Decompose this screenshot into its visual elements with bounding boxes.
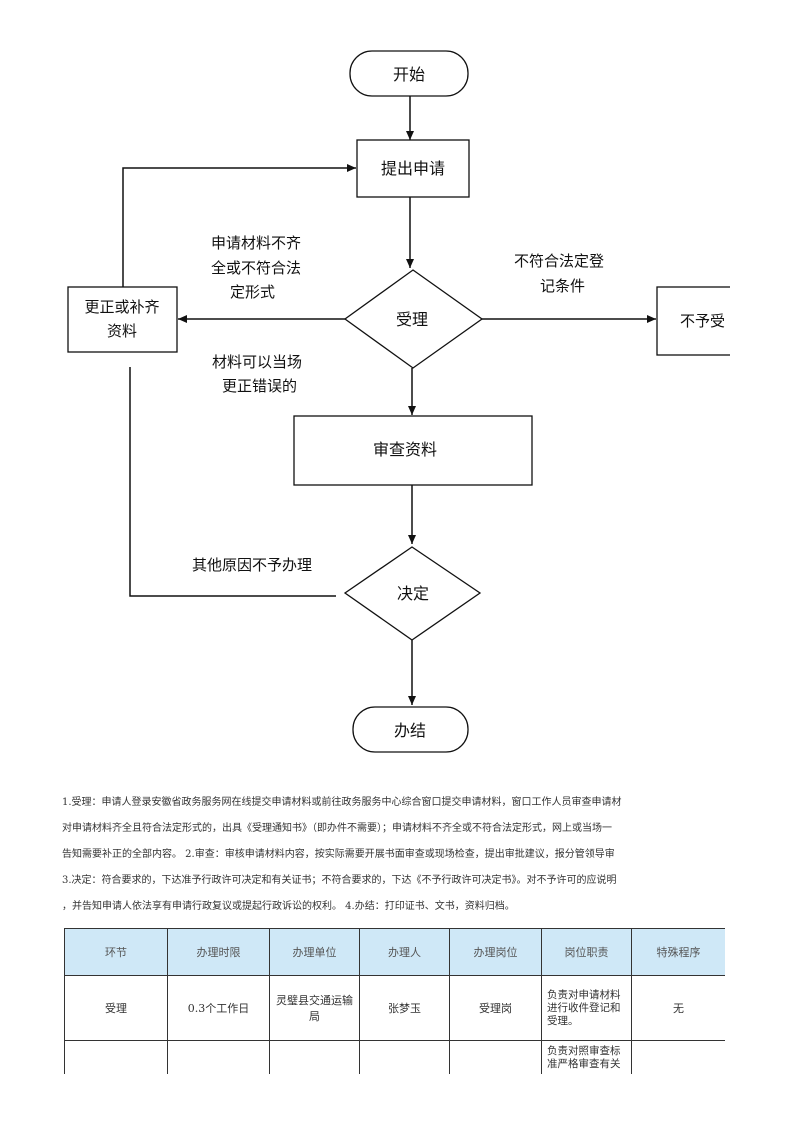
label-incomplete: 申请材料不齐 全或不符合法 定形式: [211, 234, 301, 301]
start-node: 开始: [349, 50, 469, 97]
apply-label: 提出申请: [381, 159, 445, 178]
table-header-cell: 环节: [64, 928, 168, 976]
svg-text:不符合法定登: 不符合法定登: [514, 252, 604, 270]
process-table-wrapper: 环节 办理时限 办理单位 办理人 办理岗位 岗位职责 特殊程序 受理 0.3个工…: [64, 928, 725, 1074]
decide-label: 决定: [397, 584, 429, 603]
table-cell: 受理: [64, 975, 168, 1041]
svg-text:更正错误的: 更正错误的: [222, 377, 297, 395]
description-line: 1.受理：申请人登录安徽省政务服务网在线提交申请材料或前往政务服务中心综合窗口提…: [62, 797, 622, 808]
description-line: 对申请材料齐全且符合法定形式的，出具《受理通知书》（即办件不需要）；申请材料不齐…: [62, 823, 612, 834]
table-cell: 受理岗: [449, 975, 542, 1041]
table-header-cell: 办理人: [359, 928, 450, 976]
svg-text:材料可以当场: 材料可以当场: [212, 353, 302, 371]
start-label: 开始: [393, 65, 425, 84]
correct-node: 更正或补齐 资料: [67, 286, 178, 353]
label-other-reason: 其他原因不予办理: [192, 556, 312, 574]
table-header-cell: 办理单位: [269, 928, 360, 976]
table-cell: 负责对申请材料进行收件登记和受理。: [541, 975, 632, 1041]
table-cell: 张梦玉: [359, 975, 450, 1041]
label-fix-onsite: 材料可以当场 更正错误的: [212, 353, 302, 395]
reject-label: 不予受: [680, 312, 725, 330]
svg-text:定形式: 定形式: [230, 283, 275, 301]
table-header-row: 环节 办理时限 办理单位 办理人 办理岗位 岗位职责 特殊程序: [64, 928, 725, 976]
review-label: 审查资料: [373, 440, 437, 459]
svg-text:申请材料不齐: 申请材料不齐: [211, 234, 301, 252]
review-node: 审查资料: [293, 415, 533, 486]
table-header-cell: 特殊程序: [631, 928, 725, 976]
accept-node: 受理: [343, 269, 484, 369]
table-header-cell: 岗位职责: [541, 928, 632, 976]
flowchart: 开始 提出申请 受理 更正或补齐 资料 不予受 申请材料不齐 全或不符合法 定形…: [67, 50, 793, 753]
description-line: ，并告知申请人依法享有申请行政复议或提起行政诉讼的权利。 4.办结：打印证书、文…: [62, 901, 515, 912]
table-cell: [359, 1040, 450, 1074]
table-cell: [64, 1040, 168, 1074]
table-row: 受理 0.3个工作日 灵璧县交通运输局 张梦玉 受理岗 负责对申请材料进行收件登…: [64, 975, 725, 1041]
description-line: 告知需要补正的全部内容。 2.审查：审核申请材料内容，按实际需要开展书面审查或现…: [62, 849, 615, 860]
table-cell: [269, 1040, 360, 1074]
correct-label-line1: 更正或补齐: [84, 298, 159, 316]
finish-node: 办结: [352, 706, 469, 753]
process-table: 环节 办理时限 办理单位 办理人 办理岗位 岗位职责 特殊程序 受理 0.3个工…: [64, 928, 725, 1074]
process-description: 1.受理：申请人登录安徽省政务服务网在线提交申请材料或前往政务服务中心综合窗口提…: [62, 790, 738, 920]
label-not-qualified: 不符合法定登 记条件: [514, 252, 604, 295]
table-cell: [449, 1040, 542, 1074]
finish-label: 办结: [394, 721, 426, 740]
svg-text:全或不符合法: 全或不符合法: [211, 259, 301, 277]
table-cell: 无: [631, 975, 725, 1041]
table-row: 负责对照审查标准严格审查有关: [64, 1040, 725, 1074]
table-cell: 负责对照审查标准严格审查有关: [541, 1040, 632, 1074]
table-cell: [631, 1040, 725, 1074]
apply-node: 提出申请: [356, 139, 470, 198]
accept-label: 受理: [396, 310, 428, 329]
decide-node: 决定: [343, 546, 482, 641]
svg-text:记条件: 记条件: [540, 277, 585, 295]
line-decide-to-correct: [129, 367, 336, 597]
table-header-cell: 办理时限: [167, 928, 270, 976]
arrow-correct-to-apply: [122, 164, 356, 287]
table-cell: 灵璧县交通运输局: [269, 975, 360, 1041]
correct-label-line2: 资料: [107, 322, 137, 340]
table-cell: [167, 1040, 270, 1074]
table-cell: 0.3个工作日: [167, 975, 270, 1041]
description-line: 3.决定：符合要求的，下达准予行政许可决定和有关证书；不符合要求的，下达《不予行…: [62, 875, 617, 886]
table-header-cell: 办理岗位: [449, 928, 542, 976]
